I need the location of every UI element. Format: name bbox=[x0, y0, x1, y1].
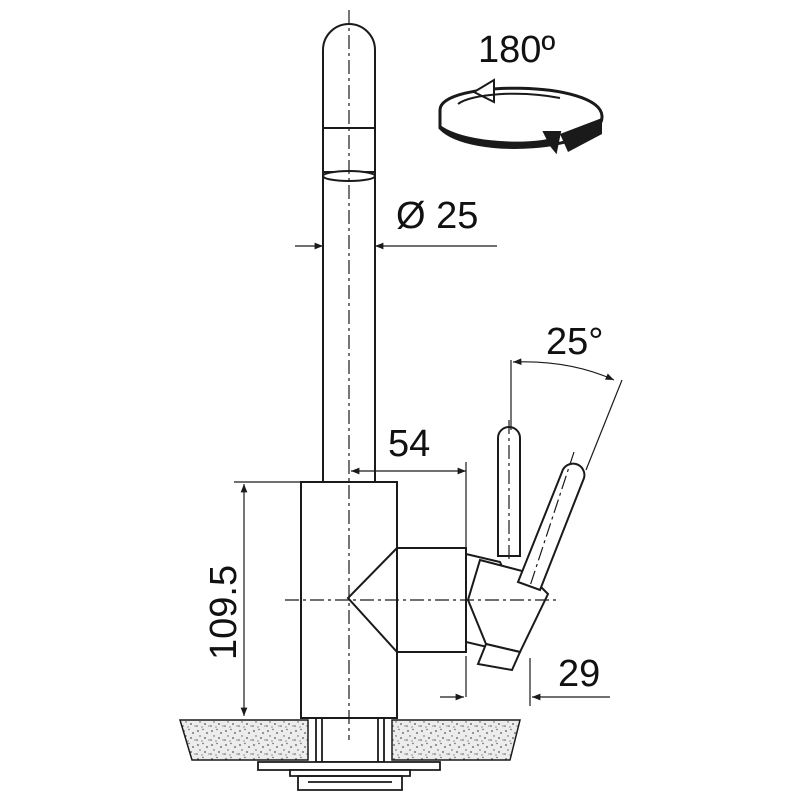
mounting-shank bbox=[257, 717, 441, 791]
body-height-label: 109.5 bbox=[203, 565, 245, 660]
dim-spout-offset bbox=[351, 462, 467, 548]
countertop bbox=[178, 719, 521, 761]
handle-offset-label: 29 bbox=[558, 653, 600, 695]
dim-handle-angle bbox=[510, 358, 623, 471]
handle-cartridge bbox=[465, 552, 550, 672]
lever-vertical bbox=[497, 426, 521, 557]
spout-offset-label: 54 bbox=[388, 423, 430, 465]
diameter-label: Ø 25 bbox=[396, 195, 478, 237]
dim-body-height bbox=[234, 481, 301, 716]
dim-handle-offset bbox=[440, 656, 610, 706]
rotation-label: 180º bbox=[478, 29, 555, 71]
lever-rotated bbox=[516, 462, 586, 592]
centerlines bbox=[285, 10, 575, 740]
handle-angle-label: 25° bbox=[546, 321, 603, 363]
rotate-arrow-icon bbox=[438, 78, 604, 155]
